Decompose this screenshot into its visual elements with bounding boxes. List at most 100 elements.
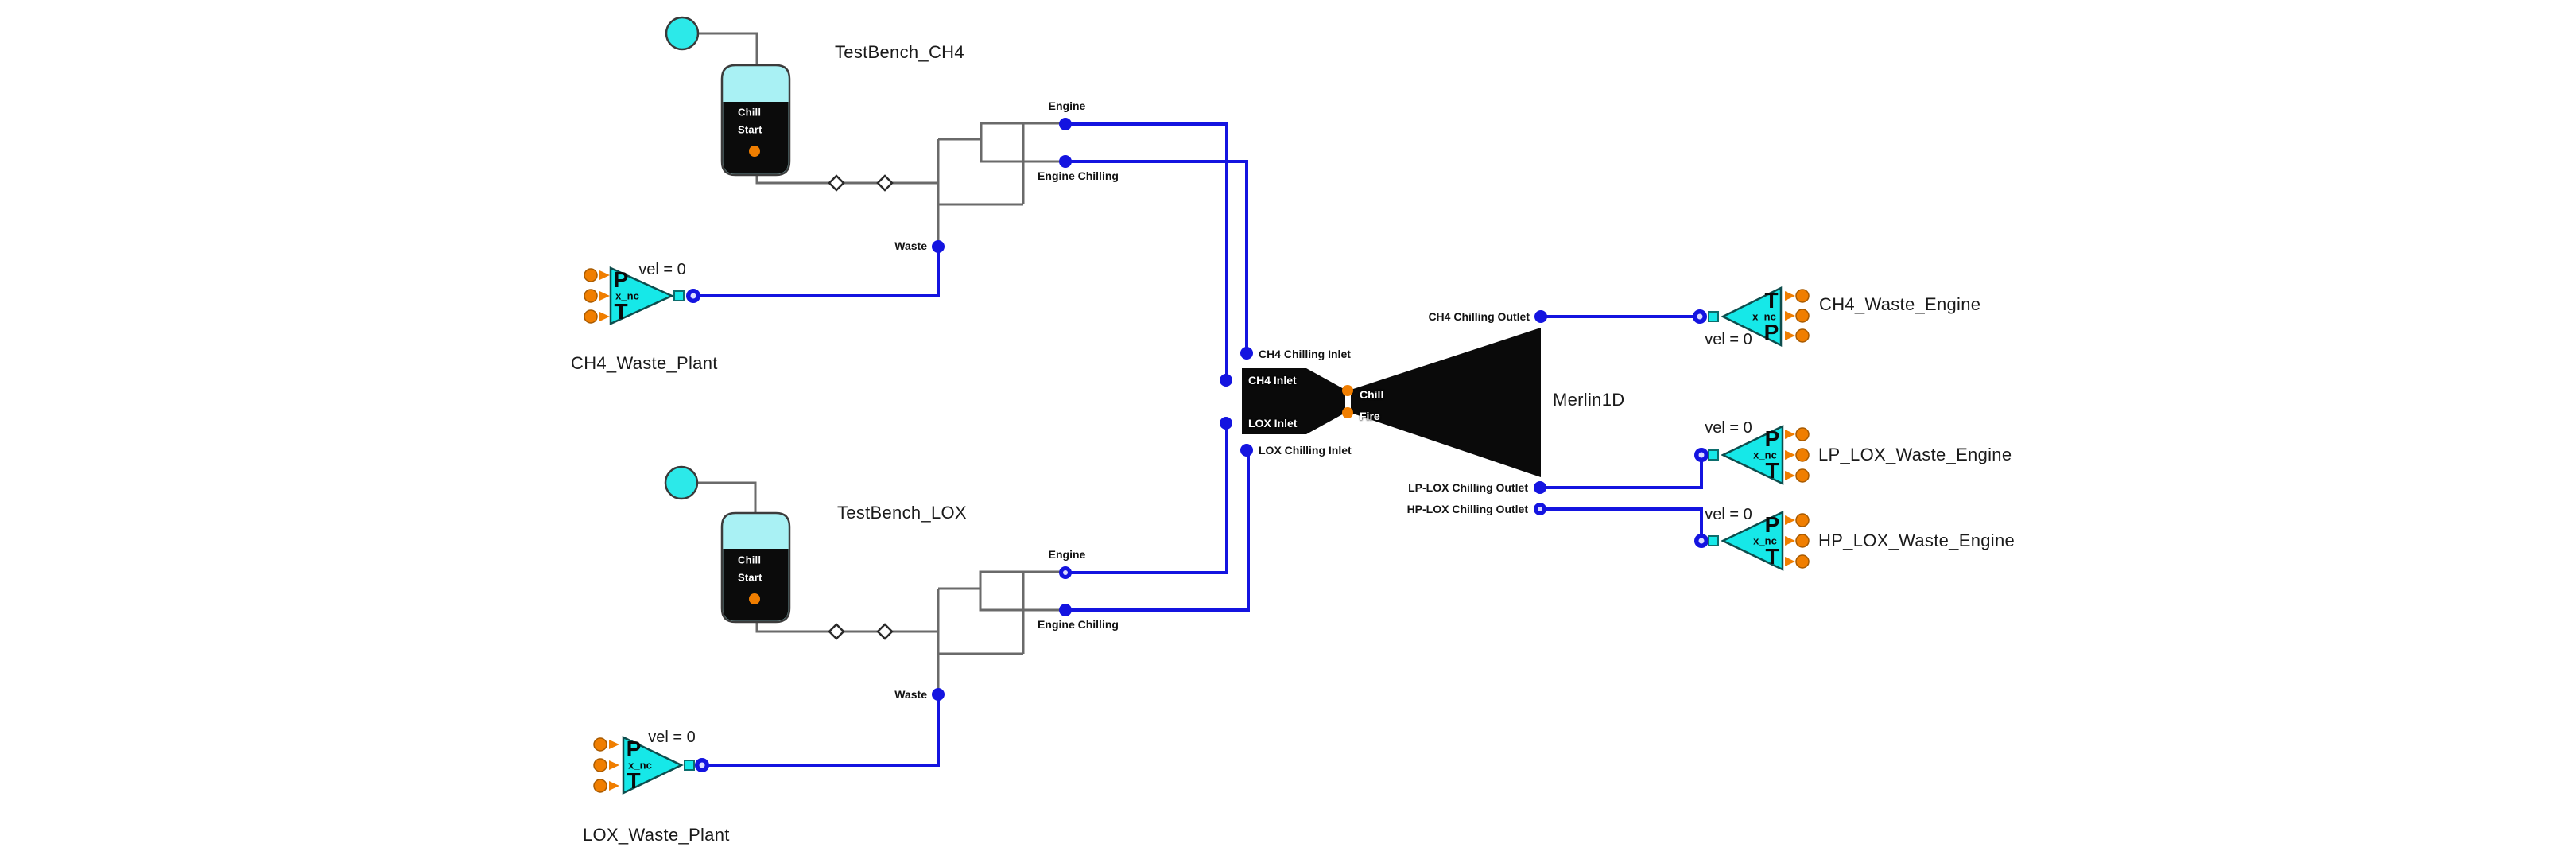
- ch4-plant-tip-square[interactable]: [673, 290, 685, 301]
- lox-plant-tip-square[interactable]: [684, 760, 695, 771]
- wire-ch4-waste-line[interactable]: [693, 247, 940, 297]
- hp-lox-waste-engine-tip-square[interactable]: [1708, 535, 1719, 546]
- orange-port-lp-engine-2[interactable]: [1795, 448, 1810, 462]
- testbench-ch4-label[interactable]: TestBench_CH4: [835, 42, 964, 62]
- valve-diamond-lox-2[interactable]: [876, 623, 894, 640]
- orange-port-ch4-engine-3[interactable]: [1795, 328, 1810, 343]
- tank-lox[interactable]: [720, 511, 791, 624]
- wire-lox-source-to-tank[interactable]: [697, 481, 757, 516]
- wire-ch4-tank-supply[interactable]: [755, 173, 938, 185]
- wire-ch4-source-to-tank[interactable]: [698, 32, 758, 67]
- port-dot-lox-waste[interactable]: [932, 688, 945, 701]
- wire-ch4-engine-chilling-line[interactable]: [1065, 160, 1248, 353]
- chill-port-label: Chill: [1360, 388, 1384, 401]
- lp-lox-waste-engine-component[interactable]: [1708, 425, 1810, 485]
- port-donut-lox-waste-plant[interactable]: [695, 758, 709, 772]
- orange-port-ch4-plant-3[interactable]: [584, 309, 598, 324]
- tank-ch4-text-line2: Start: [738, 123, 762, 136]
- wire-lox-tank-supply[interactable]: [755, 620, 938, 633]
- wire-lox-engine-line[interactable]: [1065, 423, 1228, 574]
- engine-chill-port-dot[interactable]: [1342, 385, 1353, 396]
- testbench-lox-label[interactable]: TestBench_LOX: [837, 503, 967, 523]
- lox-waste-plant-component[interactable]: [593, 736, 695, 795]
- arrow-icon: [599, 291, 610, 301]
- port-dot-ch4-waste[interactable]: [932, 240, 945, 253]
- orange-port-lox-plant-3[interactable]: [593, 779, 607, 793]
- arrow-icon: [609, 740, 619, 749]
- ch4-inlet-label: CH4 Inlet: [1248, 374, 1297, 387]
- port-donut-lox-engine[interactable]: [1059, 566, 1072, 579]
- port-dot-ch4-inlet[interactable]: [1220, 374, 1232, 387]
- wire-lp-lox-chilling-outlet-line[interactable]: [1540, 455, 1703, 489]
- arrow-icon: [1785, 430, 1795, 439]
- port-dot-ch4-engine-chilling[interactable]: [1059, 155, 1072, 168]
- merlin1d-engine[interactable]: [1242, 328, 1541, 477]
- arrow-icon: [1785, 471, 1795, 480]
- valve-diamond-lox-1[interactable]: [828, 623, 845, 640]
- hp-lox-waste-engine-component[interactable]: [1708, 511, 1810, 571]
- hp-lox-waste-engine-label[interactable]: HP_LOX_Waste_Engine: [1818, 531, 2015, 550]
- orange-port-ch4-plant-2[interactable]: [584, 289, 598, 303]
- lp-lox-chilling-outlet-label: LP-LOX Chilling Outlet: [1408, 481, 1528, 494]
- port-dot-lox-chilling-inlet[interactable]: [1240, 444, 1253, 457]
- port-donut-lp-lox-waste-engine[interactable]: [1694, 448, 1709, 462]
- arrow-icon: [609, 781, 619, 791]
- orange-port-ch4-plant-1[interactable]: [584, 268, 598, 282]
- orange-port-hp-engine-3[interactable]: [1795, 554, 1810, 569]
- port-donut-hp-lox-chilling-outlet[interactable]: [1534, 503, 1546, 515]
- port-donut-ch4-waste-plant[interactable]: [686, 289, 700, 303]
- ch4-waste-engine-component[interactable]: [1708, 286, 1810, 348]
- lox-waste-port-label: Waste: [894, 688, 927, 701]
- arrow-icon: [599, 270, 610, 280]
- lox-chilling-inlet-label: LOX Chilling Inlet: [1259, 444, 1352, 457]
- orange-port-hp-engine-1[interactable]: [1795, 513, 1810, 527]
- hp-lox-waste-engine-t-label: T: [1765, 544, 1779, 569]
- ch4-waste-engine-tip-square[interactable]: [1708, 311, 1719, 322]
- ch4-waste-plant-label[interactable]: CH4_Waste_Plant: [571, 353, 718, 373]
- orange-port-lox-plant-1[interactable]: [593, 737, 607, 752]
- port-dot-lox-inlet[interactable]: [1220, 417, 1232, 430]
- ch4-waste-engine-xnc-label: x_nc: [1752, 310, 1776, 323]
- valve-diamond-ch4-1[interactable]: [828, 174, 845, 192]
- ch4-waste-plant-component[interactable]: [584, 266, 685, 325]
- orange-port-hp-engine-2[interactable]: [1795, 534, 1810, 548]
- arrow-icon: [1785, 515, 1795, 525]
- port-dot-ch4-engine[interactable]: [1059, 118, 1072, 130]
- port-dot-lox-engine-chilling[interactable]: [1059, 604, 1072, 616]
- port-dot-ch4-chilling-inlet[interactable]: [1240, 347, 1253, 360]
- source-circle-ch4[interactable]: [665, 16, 700, 51]
- ch4-engine-port-label: Engine: [1048, 99, 1086, 112]
- orange-port-lp-engine-1[interactable]: [1795, 427, 1810, 441]
- port-dot-lp-lox-chilling-outlet[interactable]: [1534, 481, 1546, 494]
- tank-lox-indicator-dot: [749, 593, 760, 604]
- orange-port-lp-engine-3[interactable]: [1795, 468, 1810, 483]
- source-circle-lox[interactable]: [664, 465, 699, 500]
- wire-lox-waste-line[interactable]: [702, 694, 940, 767]
- merlin1d-label[interactable]: Merlin1D: [1553, 390, 1625, 410]
- valve-diamond-ch4-2[interactable]: [876, 174, 894, 192]
- engine-fire-port-dot[interactable]: [1342, 407, 1353, 418]
- wire-lox-engine-chilling-line[interactable]: [1065, 450, 1250, 612]
- port-donut-ch4-waste-engine[interactable]: [1693, 309, 1707, 324]
- lox-inlet-label: LOX Inlet: [1248, 417, 1298, 430]
- orange-port-lox-plant-2[interactable]: [593, 758, 607, 772]
- ch4-waste-engine-label[interactable]: CH4_Waste_Engine: [1819, 294, 1981, 314]
- port-dot-ch4-chilling-outlet[interactable]: [1534, 310, 1547, 323]
- wire-hp-lox-chilling-outlet-line[interactable]: [1540, 507, 1703, 541]
- lox-waste-plant-label[interactable]: LOX_Waste_Plant: [583, 825, 730, 845]
- arrow-icon: [609, 760, 619, 770]
- ch4-chilling-outlet-label: CH4 Chilling Outlet: [1428, 310, 1530, 323]
- arrow-icon: [1785, 450, 1795, 460]
- wire-ch4-engine-line[interactable]: [1065, 122, 1228, 380]
- tank-ch4[interactable]: [720, 64, 791, 177]
- orange-port-ch4-engine-1[interactable]: [1795, 289, 1810, 303]
- lp-lox-waste-engine-label[interactable]: LP_LOX_Waste_Engine: [1818, 445, 2012, 464]
- port-donut-hp-lox-waste-engine[interactable]: [1694, 534, 1709, 548]
- orange-port-ch4-engine-2[interactable]: [1795, 309, 1810, 323]
- lp-lox-waste-engine-p-label: P: [1764, 426, 1780, 451]
- lox-waste-plant-xnc-label: x_nc: [628, 759, 652, 772]
- hp-lox-waste-engine-xnc-label: x_nc: [1753, 534, 1777, 547]
- lp-lox-waste-engine-tip-square[interactable]: [1708, 449, 1719, 461]
- ch4-waste-plant-t-label: T: [614, 299, 628, 324]
